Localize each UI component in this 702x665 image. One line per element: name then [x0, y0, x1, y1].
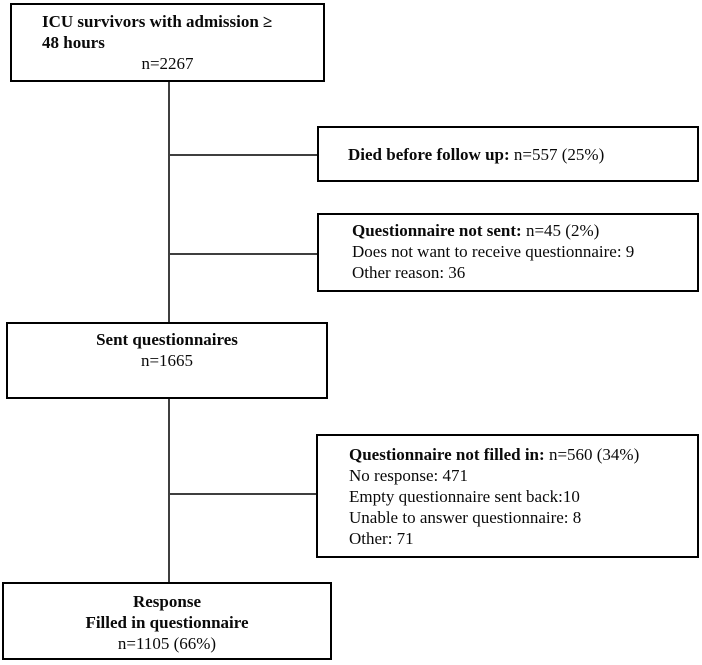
- not-sent-line: Questionnaire not sent: n=45 (2%): [352, 220, 691, 241]
- response-count: n=1105 (66%): [117, 634, 217, 653]
- not-filled-line: Questionnaire not filled in: n=560 (34%): [349, 444, 691, 465]
- died-label: Died before follow up:: [348, 144, 510, 164]
- connector-branch-not-filled: [168, 493, 316, 495]
- icu-count: n=2267: [141, 54, 194, 73]
- connector-vertical-top: [168, 82, 170, 322]
- icu-title-line2: 48 hours: [42, 33, 105, 52]
- not-sent-detail: Does not want to receive questionnaire: …: [352, 242, 635, 261]
- not-filled-detail: Empty questionnaire sent back:10: [349, 487, 580, 506]
- connector-branch-died: [168, 154, 317, 156]
- connector-vertical-bottom: [168, 399, 170, 582]
- box-icu-survivors: ICU survivors with admission ≥ 48 hours …: [10, 3, 325, 82]
- box-questionnaire-not-sent: Questionnaire not sent: n=45 (2%) Does n…: [317, 213, 699, 292]
- sent-count: n=1665: [140, 351, 194, 370]
- not-filled-value: n=560 (34%): [544, 445, 640, 464]
- not-sent-label: Questionnaire not sent:: [352, 221, 522, 240]
- box-questionnaire-not-filled-in: Questionnaire not filled in: n=560 (34%)…: [316, 434, 699, 558]
- not-sent-detail: Other reason: 36: [352, 263, 466, 282]
- box-response-filled-in: Response Filled in questionnaire n=1105 …: [2, 582, 332, 660]
- died-value: n=557 (25%): [509, 144, 605, 164]
- not-filled-detail: Other: 71: [349, 529, 414, 548]
- not-filled-detail: Unable to answer questionnaire: 8: [349, 508, 582, 527]
- box-sent-questionnaires: Sent questionnaires n=1665: [6, 322, 328, 399]
- not-sent-value: n=45 (2%): [521, 221, 600, 240]
- response-title-line1: Response: [132, 592, 201, 611]
- sent-title: Sent questionnaires: [96, 330, 238, 349]
- not-filled-label: Questionnaire not filled in:: [349, 445, 545, 464]
- connector-branch-not-sent: [168, 253, 317, 255]
- box-died-before-follow-up: Died before follow up: n=557 (25%): [317, 126, 699, 182]
- response-title-line2: Filled in questionnaire: [85, 613, 249, 632]
- not-filled-detail: No response: 471: [349, 466, 468, 485]
- icu-title-line1: ICU survivors with admission ≥: [42, 12, 273, 31]
- died-line: Died before follow up: n=557 (25%): [348, 144, 604, 165]
